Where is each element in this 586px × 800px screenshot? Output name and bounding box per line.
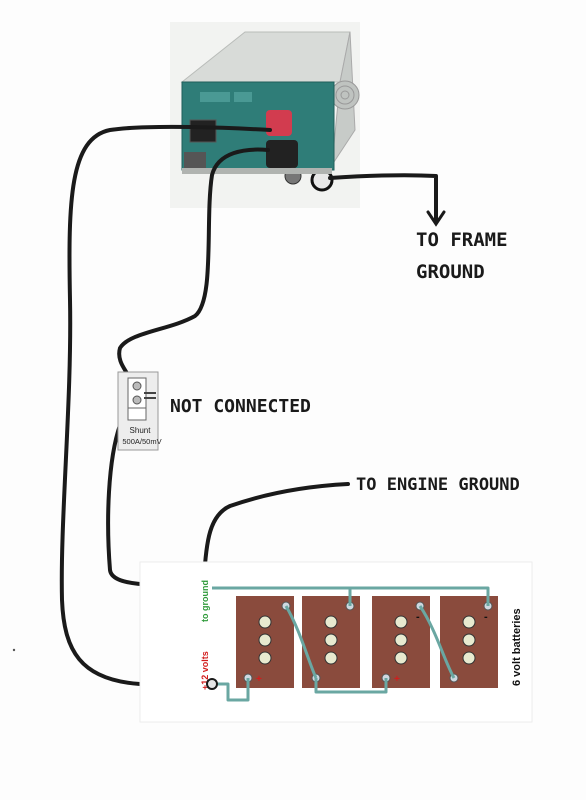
battery-3-plus: + [394,674,400,685]
cable-pos-to-b1 [212,678,250,702]
cable-b3-b4 [418,605,456,679]
battery-4 [440,596,498,688]
engine-ground-label: TO ENGINE GROUND [356,475,520,495]
negative-cable [117,147,270,378]
frame-ground-arrowhead [426,210,446,227]
battery-4-minus: - [484,611,488,623]
shunt: Shunt 500A/50mV [117,371,162,451]
cable-b2-b3 [314,678,388,694]
plus-12-volts-label: +12 volts [200,651,210,690]
frame-ground-label-line1: TO FRAME [416,229,508,251]
positive-terminal [206,678,218,690]
to-ground-label: to ground [200,580,210,622]
cable-ground-to-b4 [212,586,490,606]
inverter-photo [170,22,360,208]
battery-panel: to ground +12 volts 6 volt batteries [139,561,533,723]
scan-speck [12,648,16,652]
shunt-rating: 500A/50mV [122,437,161,446]
frame-ground-cable [328,173,438,224]
battery-3 [372,596,430,688]
battery-1-plus: + [256,674,262,685]
shunt-title: Shunt [130,426,152,435]
battery-1 [236,596,294,688]
positive-cable [59,124,272,686]
frame-ground-label-line2: GROUND [416,261,485,283]
not-connected-label: NOT CONNECTED [170,396,311,417]
engine-ground-cable [202,482,350,582]
battery-2 [302,596,360,688]
batteries-label: 6 volt batteries [511,608,523,686]
cable-b1-b2 [284,605,318,679]
battery-3-minus: - [416,611,420,623]
